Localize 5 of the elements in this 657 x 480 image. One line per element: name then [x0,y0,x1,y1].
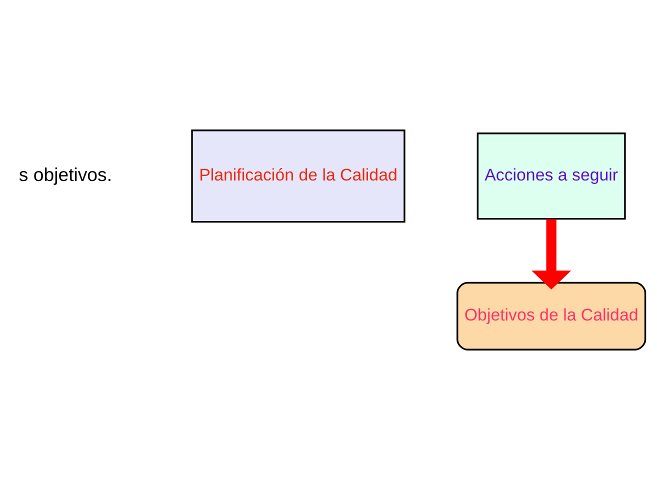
label: s objetivos. [18,164,112,185]
node-box: Objetivos de la Calidad [456,282,646,350]
node-box: Planificación de la Calidad [191,130,406,223]
arrow [532,219,572,290]
node-box: Acciones a seguir [476,132,626,220]
